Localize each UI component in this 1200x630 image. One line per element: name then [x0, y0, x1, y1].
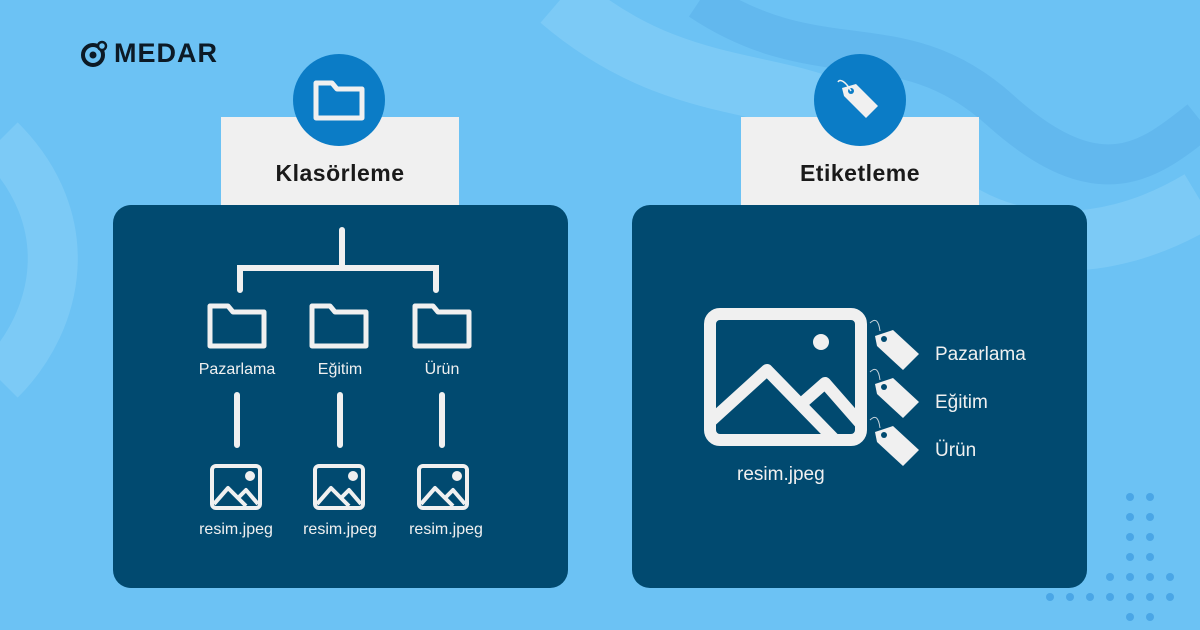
image-icon	[417, 464, 469, 510]
image-icon	[313, 464, 365, 510]
folders-title: Klasörleme	[275, 160, 405, 186]
tagged-image-diagram	[704, 308, 919, 466]
folder-icon	[313, 80, 365, 121]
tags-title: Etiketleme	[799, 160, 921, 186]
folder-badge	[293, 54, 385, 146]
image-icon	[210, 464, 262, 510]
tag-icon	[869, 416, 919, 466]
folder-label: Eğitim	[317, 361, 363, 378]
tag-icon	[837, 79, 878, 118]
tag-badge	[814, 54, 906, 146]
tag-icon	[869, 368, 919, 418]
large-image-icon	[704, 308, 867, 447]
folder-icon	[309, 303, 369, 349]
file-label: resim.jpeg	[409, 521, 483, 538]
tag-icon	[869, 319, 919, 370]
folder-icon	[207, 303, 267, 349]
file-label: resim.jpeg	[303, 521, 377, 538]
dot-grid-decoration	[1046, 493, 1174, 621]
folder-label: Pazarlama	[198, 361, 276, 378]
logo-icon	[81, 40, 108, 67]
brand-name: MEDAR	[114, 38, 218, 68]
brand-logo: MEDAR	[80, 38, 218, 69]
file-label: resim.jpeg	[737, 464, 825, 485]
folder-icon	[412, 303, 472, 349]
folder-tree-diagram	[207, 227, 472, 510]
tag-label: Eğitim	[935, 392, 988, 413]
tag-label: Pazarlama	[935, 344, 1026, 365]
file-label: resim.jpeg	[199, 521, 273, 538]
tag-label: Ürün	[935, 440, 977, 461]
folder-label: Ürün	[424, 361, 460, 378]
